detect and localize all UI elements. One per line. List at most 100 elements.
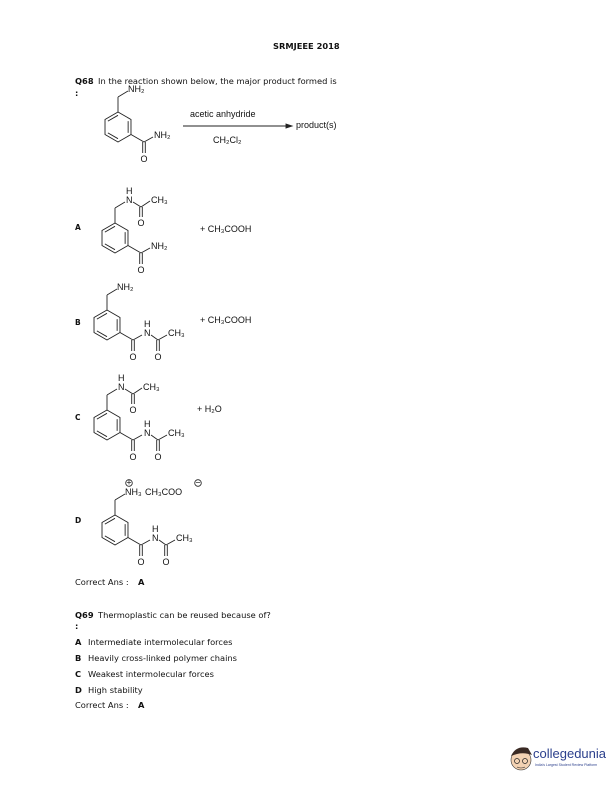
ring-double-bond: [96, 412, 108, 420]
nitrogen-label: N: [152, 533, 159, 543]
bond: [157, 434, 168, 441]
oxygen-label: O: [137, 557, 144, 567]
bond: [143, 136, 154, 143]
bond: [124, 388, 134, 395]
methyl-label: CH₃: [151, 195, 168, 205]
methyl-label: CH₃: [143, 382, 160, 392]
bond: [132, 387, 143, 395]
nitrogen-label: N: [144, 328, 151, 338]
nitrogen-label: N: [144, 428, 151, 438]
oxygen-label: O: [140, 154, 147, 164]
bond: [158, 539, 167, 546]
methyl-label: CH₃: [176, 533, 193, 543]
correct-answer-label: Correct Ans :: [75, 577, 129, 587]
benzene-ring: [101, 514, 129, 546]
byproduct: + CH₃COOH: [200, 315, 251, 325]
mascot-face-icon: [510, 747, 532, 771]
oxygen-label: O: [129, 452, 136, 462]
ring-double-bond: [96, 312, 108, 320]
question-colon: :: [75, 88, 79, 98]
oxygen-label: O: [129, 352, 136, 362]
hydrogen-label: H: [126, 186, 133, 196]
oxygen-label: O: [129, 405, 136, 415]
option-text: High stability: [88, 685, 143, 695]
bond: [150, 434, 159, 441]
plus-charge: +: [126, 478, 131, 488]
bond: [127, 537, 142, 546]
amine-label: NH₂: [154, 130, 171, 140]
bond: [132, 434, 143, 441]
logo-name: collegedunia: [533, 746, 607, 761]
bond: [127, 245, 142, 254]
ammonium-label: NH₃: [125, 487, 142, 497]
minus-charge-icon: [194, 479, 202, 487]
amine-label: NH₂: [151, 241, 168, 251]
hydrogen-label: H: [152, 524, 159, 534]
benzene-ring: [93, 409, 121, 441]
option-text: Weakest intermolecular forces: [88, 669, 214, 679]
bond: [130, 134, 145, 143]
ring-double-bond: [104, 243, 116, 251]
question-colon: :: [75, 621, 79, 631]
acetate-label: CH₃COO: [145, 487, 182, 497]
oxygen-label: O: [162, 557, 169, 567]
benzene-ring: [93, 309, 121, 341]
methyl-label: CH₃: [168, 328, 185, 338]
ring-double-bond: [96, 330, 108, 338]
byproduct: + CH₃COOH: [200, 224, 251, 234]
benzene-ring: [104, 111, 132, 143]
bond: [114, 201, 126, 209]
reagent-bottom: CH₂Cl₂: [213, 135, 242, 145]
ring-double-bond: [104, 535, 116, 543]
methyl-label: CH₃: [168, 428, 185, 438]
bond: [106, 288, 118, 296]
minus-charge: −: [195, 478, 200, 488]
correct-answer: A: [138, 700, 145, 710]
reagent-top: acetic anhydride: [190, 109, 256, 119]
bond: [106, 388, 118, 396]
ring-double-bond: [107, 132, 119, 140]
bond: [150, 334, 159, 341]
option-letter: C: [75, 413, 81, 422]
bond: [157, 334, 168, 341]
oxygen-label: O: [154, 352, 161, 362]
bond: [140, 539, 151, 546]
arrow-head-icon: [285, 123, 294, 129]
logo-tagline: India's Largest Student Review Platform: [535, 763, 598, 767]
option-letter: D: [75, 516, 82, 525]
bond: [117, 90, 129, 98]
bond: [114, 493, 126, 501]
option-letter: A: [75, 223, 81, 232]
question-number: Q68: [75, 76, 94, 86]
option-letter: B: [75, 318, 81, 327]
bond: [132, 334, 143, 341]
question-text: In the reaction shown below, the major p…: [98, 76, 337, 86]
option-text: Heavily cross-linked polymer chains: [88, 653, 237, 663]
amine-label: NH₂: [117, 282, 134, 292]
option-letter: A: [75, 637, 82, 647]
plus-charge-icon: [125, 479, 133, 487]
ring-double-bond: [107, 114, 119, 122]
ring-double-bond: [104, 225, 116, 233]
correct-answer: A: [138, 577, 145, 587]
hydrogen-label: H: [144, 419, 151, 429]
question-number: Q69: [75, 610, 94, 620]
option-text: Intermediate intermolecular forces: [88, 637, 233, 647]
correct-answer-label: Correct Ans :: [75, 700, 129, 710]
byproduct: + H₂O: [197, 404, 222, 414]
option-letter: B: [75, 653, 82, 663]
bond: [119, 432, 134, 441]
hydrogen-label: H: [118, 373, 125, 383]
product-label: product(s): [296, 120, 337, 130]
nitrogen-label: N: [126, 195, 133, 205]
option-letter: C: [75, 669, 82, 679]
oxygen-label: O: [154, 452, 161, 462]
bond: [140, 200, 151, 208]
amine-label: NH₂: [128, 84, 145, 94]
benzene-ring: [101, 222, 129, 254]
option-letter: D: [75, 685, 82, 695]
nitrogen-label: N: [118, 382, 125, 392]
hydrogen-label: H: [144, 319, 151, 329]
ring-double-bond: [96, 430, 108, 438]
